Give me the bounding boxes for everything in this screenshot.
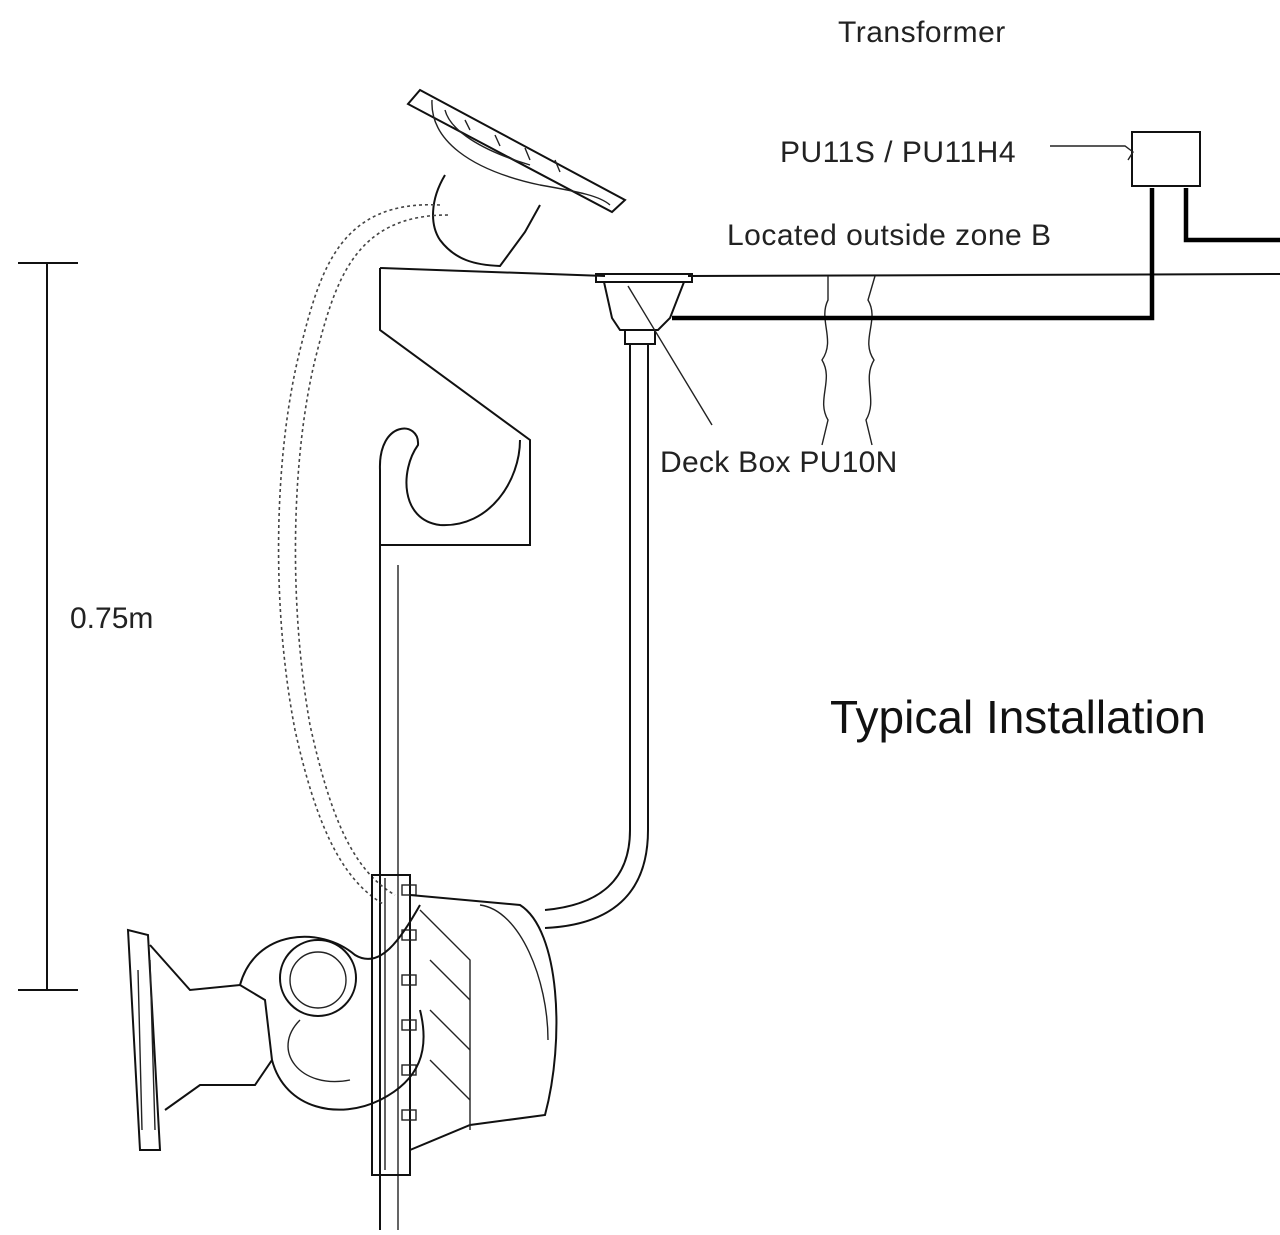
transformer-cables	[672, 188, 1280, 321]
transformer-label: Transformer	[838, 16, 1006, 49]
light-niche	[371, 874, 558, 1176]
deck-box-label: Deck Box PU10N	[660, 446, 898, 479]
transformer-box	[1050, 131, 1201, 187]
wall-break-lines	[821, 275, 876, 446]
coiled-cable	[277, 204, 449, 906]
diagram-title: Typical Installation	[830, 691, 1206, 743]
pu11-model-label: PU11S / PU11H4	[780, 136, 1016, 169]
height-dimension-line	[18, 262, 78, 991]
zone-location-label: Located outside zone B	[727, 219, 1052, 252]
upper-light-fixture	[406, 88, 627, 268]
pool-deck	[378, 267, 1280, 1230]
height-dimension-label: 0.75m	[70, 602, 154, 635]
lower-light-fixture	[126, 904, 425, 1151]
conduit	[544, 344, 649, 929]
deck-box	[595, 273, 713, 426]
